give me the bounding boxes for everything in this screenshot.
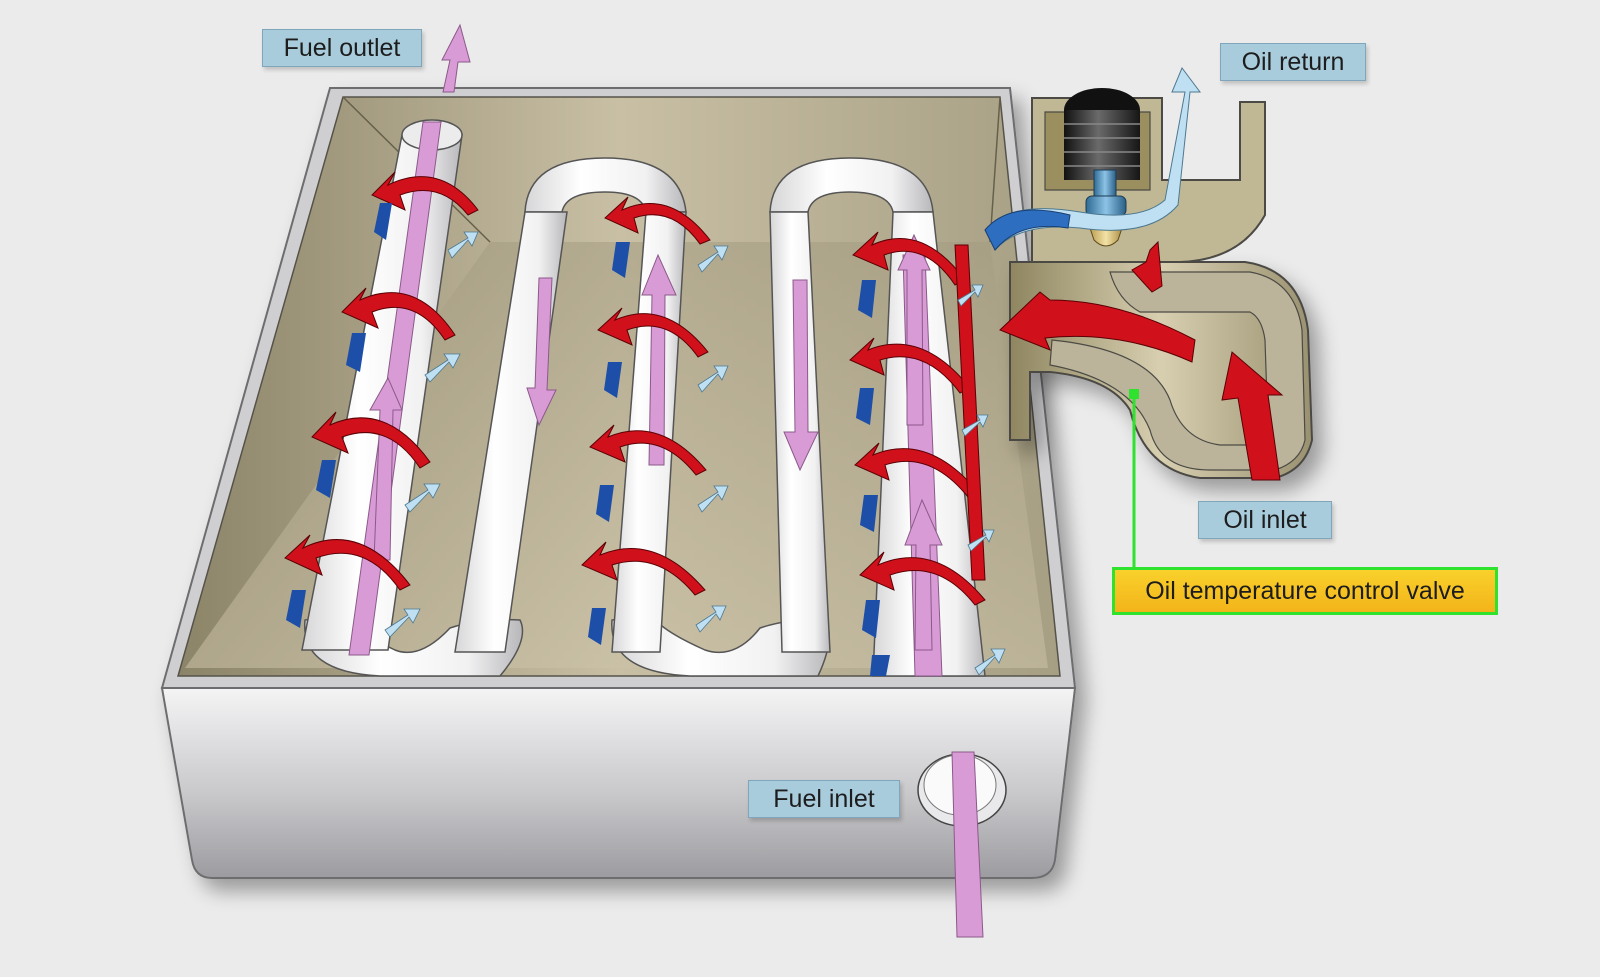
hot-oil-arrow bbox=[311, 411, 431, 469]
fuel-outlet-arrow bbox=[441, 23, 471, 93]
hot-oil-channel bbox=[954, 244, 986, 581]
cooled-oil-arrows bbox=[286, 203, 1006, 676]
fuel-arrow-down-tube-4 bbox=[783, 279, 819, 472]
oil-flow-arrows bbox=[284, 171, 986, 606]
fuel-inlet-stream bbox=[951, 751, 984, 938]
hot-oil-arrow bbox=[589, 424, 707, 476]
oil-temperature-control-valve bbox=[984, 67, 1314, 481]
fuel-inlet-label: Fuel inlet bbox=[748, 780, 900, 818]
tube-top-bend-2 bbox=[769, 157, 934, 213]
hot-oil-arrow bbox=[371, 171, 479, 216]
valve-spring bbox=[1064, 88, 1140, 180]
oil-inlet-arrow bbox=[1221, 351, 1284, 481]
oil-temperature-control-valve-label: Oil temperature control valve bbox=[1112, 567, 1498, 615]
fuel-arrow-up-tube-1 bbox=[369, 376, 403, 561]
oil-return-label: Oil return bbox=[1220, 43, 1366, 81]
hot-oil-arrow bbox=[849, 337, 971, 394]
hot-oil-arrow bbox=[284, 534, 411, 591]
hot-oil-arrow bbox=[852, 231, 966, 286]
hot-oil-arrow bbox=[604, 196, 711, 245]
hot-oil-flow bbox=[999, 291, 1196, 363]
hot-oil-arrow bbox=[597, 307, 709, 358]
fuel-stream-tube-1 bbox=[348, 121, 442, 656]
fuel-inlet-fitting bbox=[917, 751, 1007, 938]
hot-oil-arrow bbox=[859, 551, 986, 606]
hot-oil-arrow bbox=[581, 541, 706, 596]
tank-front-face bbox=[160, 687, 1077, 879]
fuel-arrow-up-tube-5-lower bbox=[904, 498, 943, 651]
hot-oil-arrow bbox=[341, 287, 456, 341]
fuel-arrow-down-tube-2 bbox=[526, 277, 557, 427]
fuel-outlet-label: Fuel outlet bbox=[262, 29, 422, 67]
oil-inlet-label: Oil inlet bbox=[1198, 501, 1332, 539]
tube-top-bend-1 bbox=[524, 157, 687, 213]
valve-leader bbox=[1129, 389, 1139, 570]
